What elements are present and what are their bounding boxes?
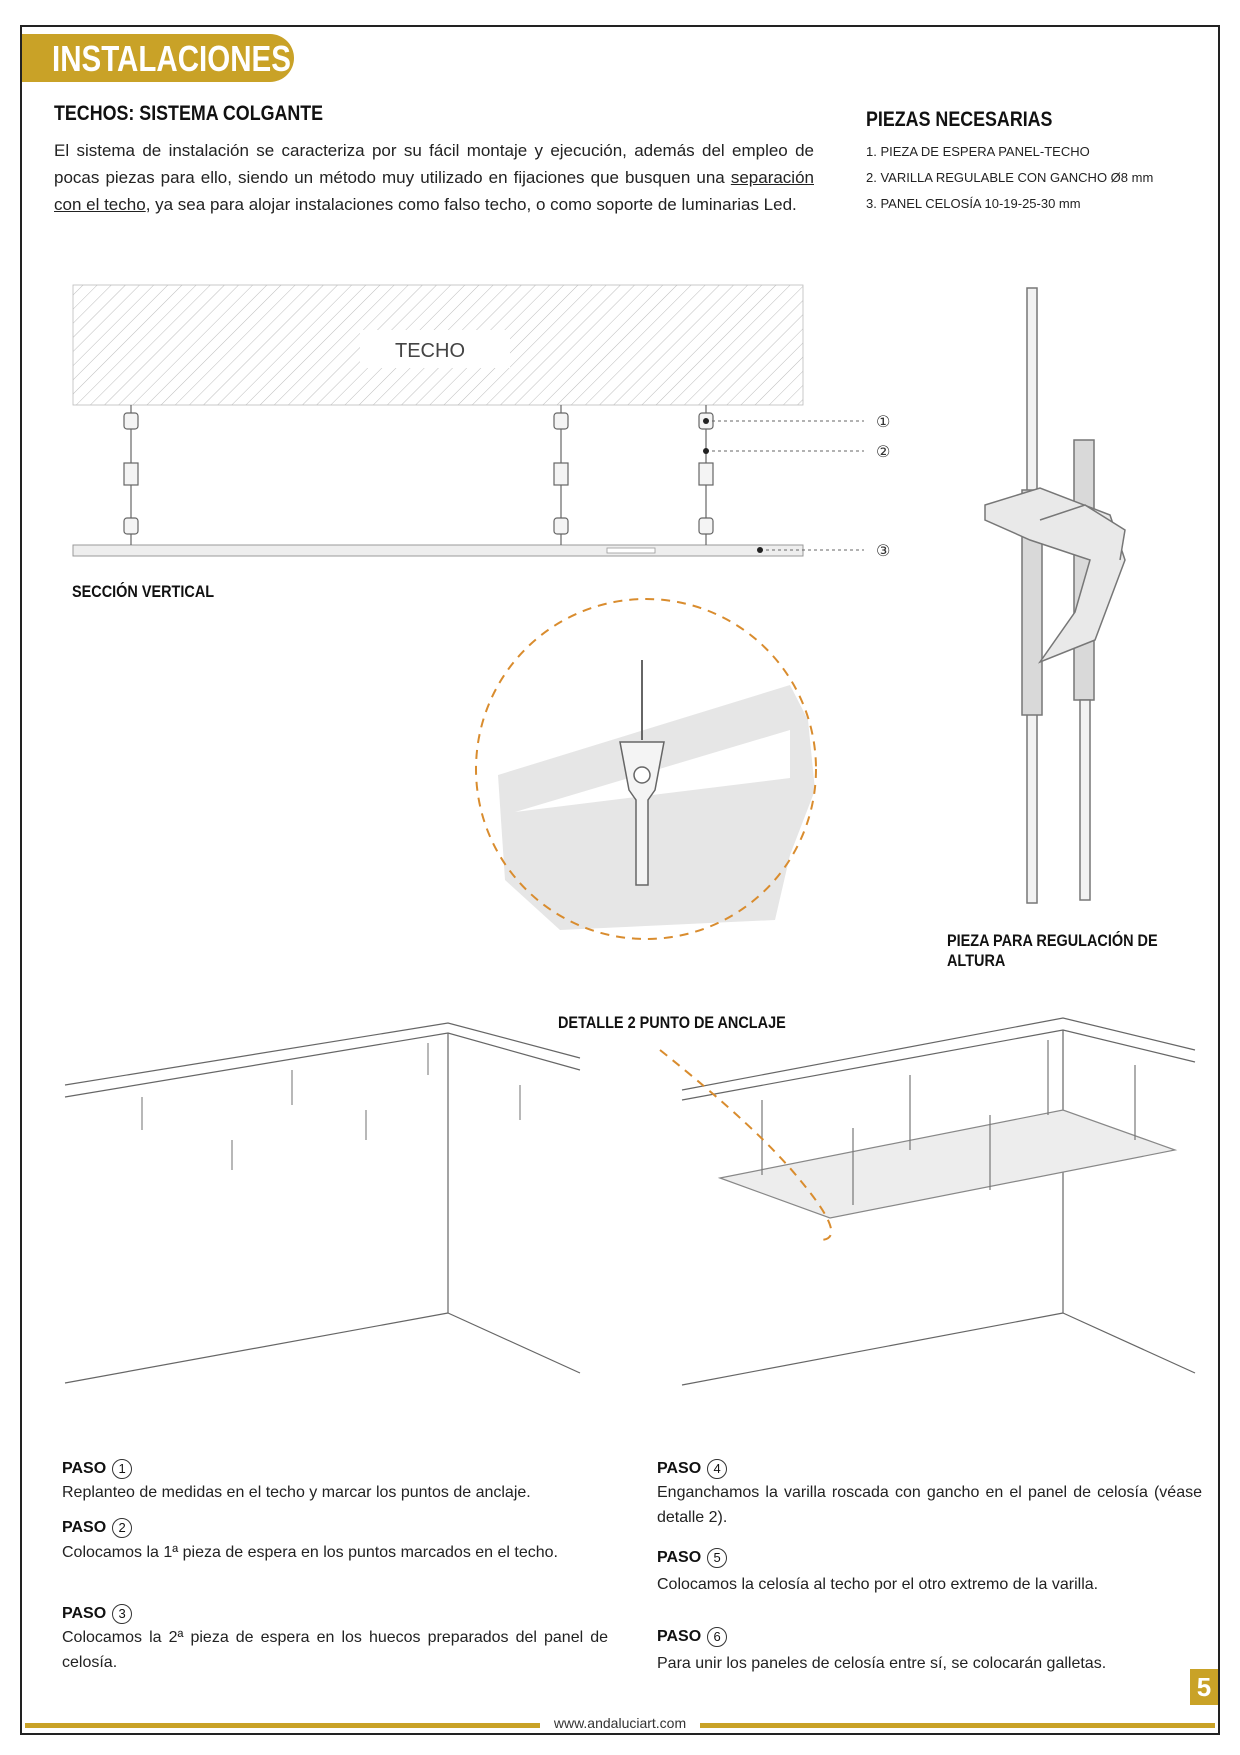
footer-bar-left xyxy=(25,1723,540,1728)
step-number: 5 xyxy=(707,1548,728,1568)
hanger-rod xyxy=(698,405,714,545)
step-5-text: Colocamos la celosía al techo por el otr… xyxy=(657,1576,1099,1593)
parts-list: 1. PIEZA DE ESPERA PANEL-TECHO 2. VARILL… xyxy=(866,144,1153,222)
step-3-text: Colocamos la 2ª pieza de espera en los h… xyxy=(62,1629,608,1671)
section-banner: INSTALACIONES xyxy=(22,34,294,82)
ceiling-label-bg xyxy=(360,330,510,368)
parts-item: 2. VARILLA REGULABLE CON GANCHO Ø8 mm xyxy=(866,170,1154,185)
height-piece-label: PIEZA PARA REGULACIÓN DE ALTURA xyxy=(947,931,1158,970)
lattice-panel xyxy=(717,1109,1178,1219)
parts-item: 1. PIEZA DE ESPERA PANEL-TECHO xyxy=(866,144,1090,159)
step-number: 1 xyxy=(112,1459,133,1479)
detail-label: DETALLE 2 PUNTO DE ANCLAJE xyxy=(558,1013,786,1032)
callout-leaders xyxy=(706,420,864,551)
detail-highlight-circle xyxy=(475,598,817,940)
ceiling-label: TECHO xyxy=(395,340,465,362)
parts-item: 3. PANEL CELOSÍA 10-19-25-30 mm xyxy=(866,196,1081,211)
callout-2: ② xyxy=(876,442,890,461)
biscuit-joint xyxy=(606,547,656,554)
section-title: INSTALACIONES xyxy=(52,38,291,79)
step-number: 3 xyxy=(112,1604,133,1624)
callout-1: ① xyxy=(876,412,890,431)
step-number: 2 xyxy=(112,1518,133,1538)
intro-highlight: separación con el techo xyxy=(54,168,814,214)
page-number: 5 xyxy=(1190,1669,1218,1705)
page-frame xyxy=(20,25,1220,1735)
room-anchor-points-view xyxy=(64,1022,581,1384)
footer-url[interactable]: www.andaluciart.com xyxy=(540,1715,700,1731)
step-number: 6 xyxy=(707,1627,728,1647)
step-2-text: Colocamos la 1ª pieza de espera en los p… xyxy=(62,1544,558,1561)
section-label: SECCIÓN VERTICAL xyxy=(72,582,215,601)
subtitle: TECHOS: SISTEMA COLGANTE xyxy=(54,102,324,125)
footer-bar-right xyxy=(700,1723,1215,1728)
height-regulation-piece xyxy=(984,287,1126,904)
callout-3: ③ xyxy=(876,541,890,560)
intro-paragraph: El sistema de instalación se caracteriza… xyxy=(54,141,814,214)
step-number: 4 xyxy=(707,1459,728,1479)
hanger-rod xyxy=(553,405,569,545)
room-lattice-installed-view xyxy=(659,1017,1196,1386)
vertical-section-diagram: TECHO xyxy=(72,284,890,560)
step-6-text: Para unir los paneles de celosía entre s… xyxy=(657,1655,1107,1672)
step-1-text: Replanteo de medidas en el techo y marca… xyxy=(62,1484,531,1501)
lattice-panel-section xyxy=(72,544,804,557)
parts-title: PIEZAS NECESARIAS xyxy=(866,108,1053,131)
hanger-rods xyxy=(123,405,714,545)
anchor-detail xyxy=(475,598,817,940)
hanger-rod xyxy=(123,405,139,545)
step-4-text: Enganchamos la varilla roscada con ganch… xyxy=(657,1484,1202,1526)
